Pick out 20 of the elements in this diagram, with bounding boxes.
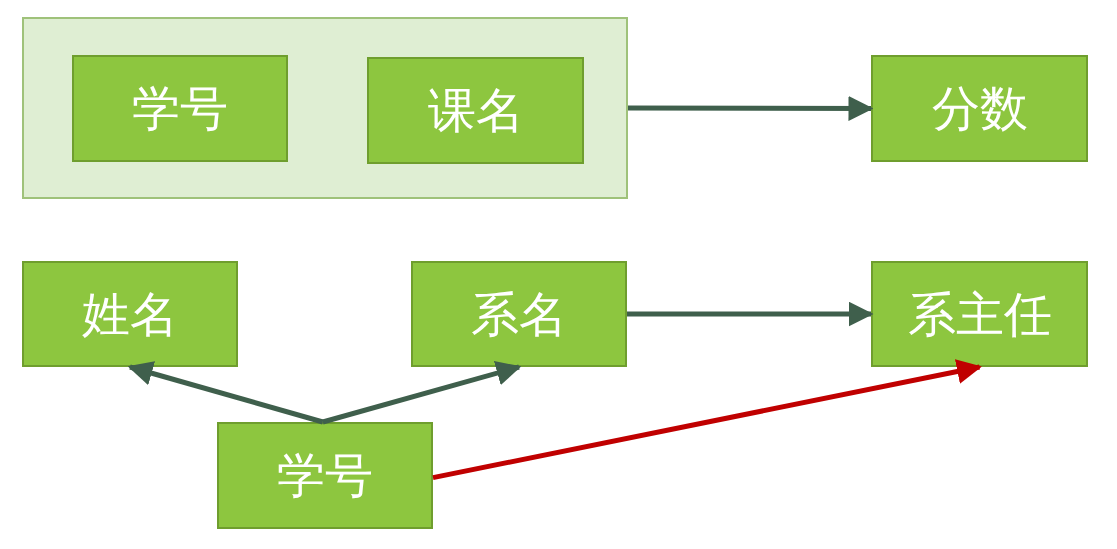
attribute-label: 学号 <box>132 82 228 135</box>
group-box <box>22 17 628 199</box>
attribute-label: 系名 <box>471 287 567 341</box>
arrow <box>628 95 874 121</box>
attribute-box <box>367 57 584 164</box>
attribute-label: 系主任 <box>907 287 1052 341</box>
attribute-label: 课名 <box>427 84 524 137</box>
attribute-box <box>217 422 433 529</box>
arrow <box>322 361 522 425</box>
attribute-label: 分数 <box>931 82 1028 135</box>
attribute-box <box>72 55 288 162</box>
attribute-box <box>871 261 1088 367</box>
attribute-label: 学号 <box>277 449 373 502</box>
arrow <box>127 361 324 425</box>
arrow <box>627 301 874 327</box>
attribute-label: 姓名 <box>82 287 178 341</box>
attribute-box <box>22 261 238 367</box>
attribute-box <box>411 261 627 367</box>
arrow <box>432 359 982 481</box>
attribute-box <box>871 55 1088 162</box>
